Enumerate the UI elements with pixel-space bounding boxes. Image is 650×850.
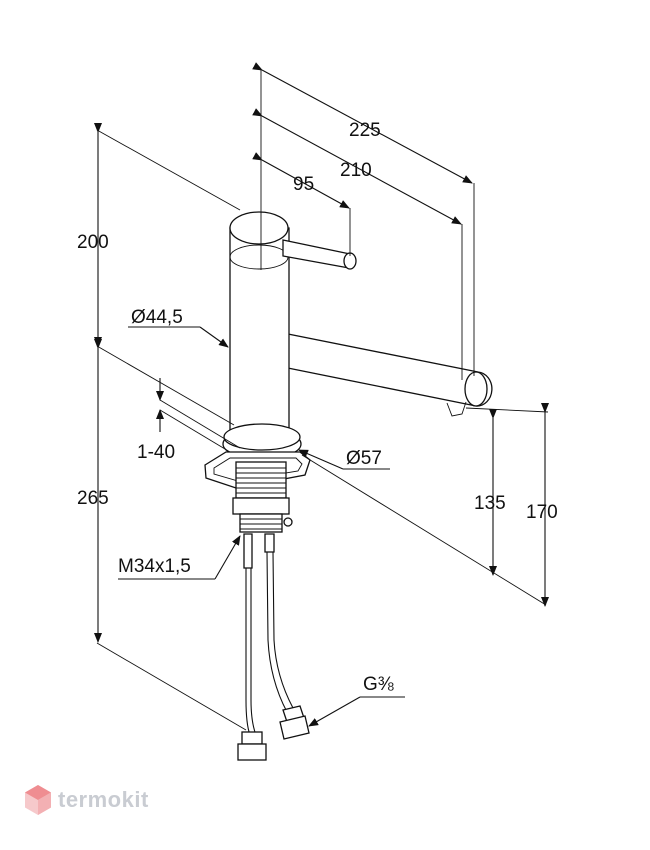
watermark-text: termokit (58, 787, 149, 812)
label-210: 210 (340, 160, 372, 181)
label-225: 225 (349, 120, 381, 141)
column-top (229, 211, 289, 245)
dim-m34-leader (214, 535, 241, 580)
supply-hoses (237, 533, 310, 761)
dimension-lines (94, 62, 549, 731)
label-265: 265 (77, 488, 109, 509)
spout (253, 329, 493, 407)
label-135: 135 (474, 493, 506, 514)
dim-44-leader (199, 326, 229, 348)
base-ring-upper (223, 423, 301, 451)
label-95: 95 (293, 174, 314, 195)
label-g38: G⅜ (363, 674, 394, 695)
label-57: Ø57 (346, 448, 382, 469)
nut (232, 497, 290, 515)
label-m34: M34x1,5 (118, 556, 191, 577)
dimension-labels: 225 210 95 200 Ø44,5 1-40 Ø57 265 135 17… (77, 120, 558, 695)
dim-95-line (252, 152, 350, 209)
label-170: 170 (526, 502, 558, 523)
spout-aerator (446, 401, 467, 417)
faucet-body (204, 211, 493, 761)
termokit-watermark: termokit (24, 784, 149, 816)
label-140: 1-40 (137, 442, 175, 463)
spout-outlet (464, 371, 488, 407)
label-200: 200 (77, 232, 109, 253)
column (229, 227, 290, 437)
termokit-logo-icon (25, 785, 51, 815)
dim-57-leader (298, 449, 344, 470)
label-44: Ø44,5 (131, 307, 183, 328)
dim-g38-leader (308, 696, 361, 727)
dim-210-line (252, 108, 462, 225)
